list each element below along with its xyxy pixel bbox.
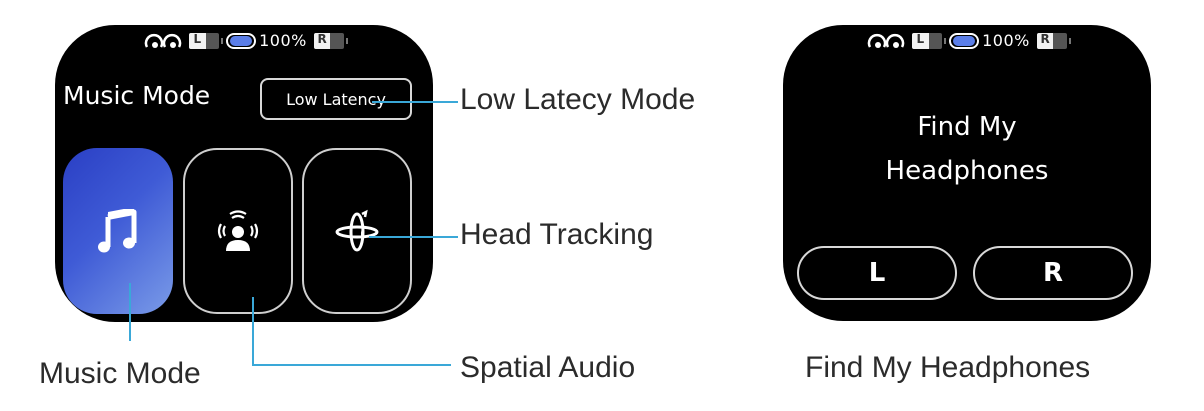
- head-tracking-icon: [335, 209, 379, 252]
- find-right-bud-button[interactable]: R: [973, 246, 1133, 300]
- find-my-headphones-screen: L 100% R Find My Headphones L R: [783, 25, 1151, 321]
- low-latency-button[interactable]: Low Latency: [260, 78, 412, 120]
- callout-line-spatial-audio-h: [252, 364, 451, 366]
- case-battery-percent: 100%: [259, 31, 307, 50]
- callout-low-latency: Low Latecy Mode: [460, 83, 696, 116]
- page-title: Music Mode: [63, 81, 211, 110]
- right-bud-battery: R: [1036, 32, 1071, 49]
- callout-line-spatial-audio-v: [252, 297, 254, 365]
- callout-line-head-tracking: [369, 236, 458, 238]
- callout-line-music-mode: [129, 283, 131, 341]
- music-mode-screen: L 100% R Music Mode Low Latency: [55, 25, 433, 322]
- right-bud-battery: R: [313, 32, 348, 49]
- left-bud-battery: L: [912, 32, 947, 49]
- callout-music-mode: Music Mode: [39, 357, 201, 390]
- status-bar: L 100% R: [783, 31, 1151, 50]
- earbuds-icon: [867, 33, 905, 48]
- find-my-title: Find My Headphones: [783, 105, 1151, 193]
- find-my-title-line2: Headphones: [885, 156, 1049, 186]
- spatial-audio-tile[interactable]: [183, 148, 293, 314]
- left-bud-battery: L: [189, 32, 224, 49]
- case-battery-icon: [949, 32, 980, 49]
- find-my-title-line1: Find My: [917, 112, 1017, 142]
- find-left-bud-button[interactable]: L: [797, 246, 957, 300]
- case-battery-icon: [226, 32, 257, 49]
- head-tracking-tile[interactable]: [302, 148, 412, 314]
- callout-spatial-audio: Spatial Audio: [460, 351, 636, 384]
- music-mode-tile[interactable]: [63, 148, 173, 314]
- callout-line-low-latency: [372, 101, 458, 103]
- callout-find-my: Find My Headphones: [805, 351, 1091, 384]
- status-bar: L 100% R: [55, 31, 433, 50]
- callout-head-tracking: Head Tracking: [460, 218, 654, 251]
- music-note-icon: [98, 209, 137, 253]
- earbuds-icon: [144, 33, 182, 48]
- spatial-audio-icon: [217, 210, 259, 251]
- case-battery-percent: 100%: [982, 31, 1030, 50]
